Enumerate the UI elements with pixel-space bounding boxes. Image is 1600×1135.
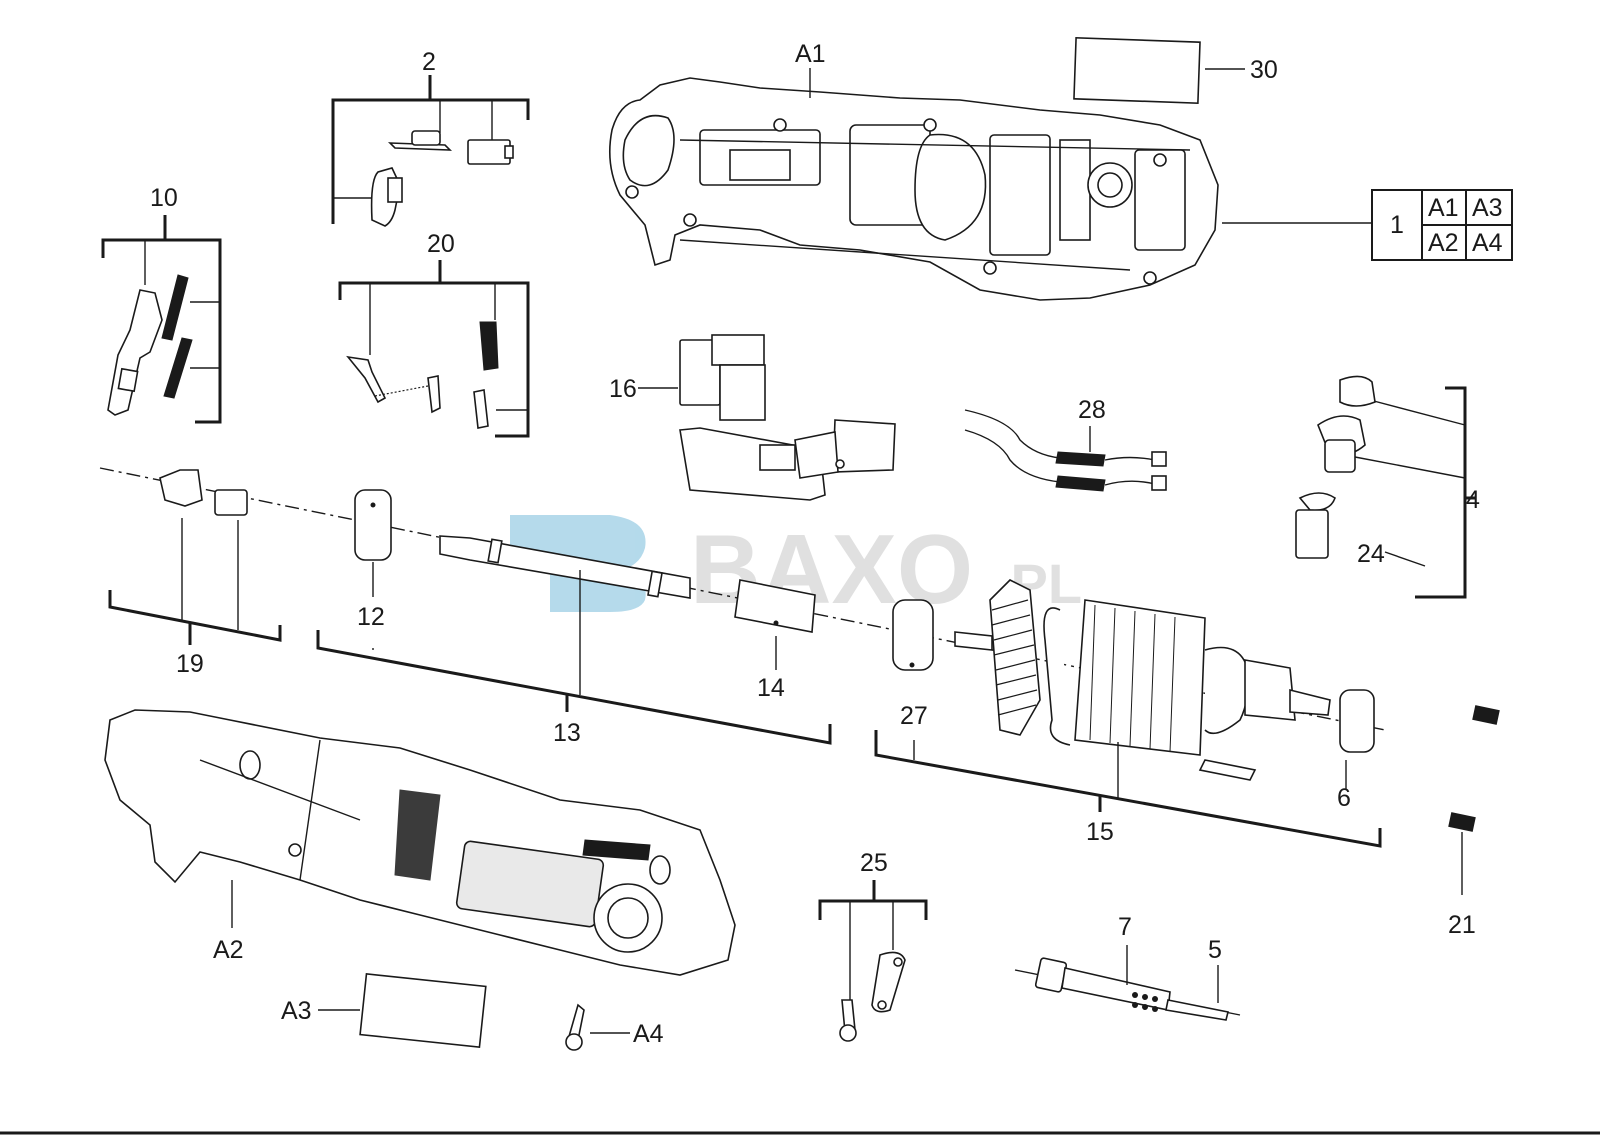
label-15: 15 [1086,818,1114,846]
label-14: 14 [757,674,785,702]
set-screws-21 [1448,705,1500,895]
table-cell-a2: A2 [1428,229,1459,257]
label-a3: A3 [281,997,312,1025]
group-13-bracket [316,570,832,745]
label-10: 10 [150,184,178,212]
label-a1: A1 [795,40,826,68]
group-4-bracket [1354,386,1475,599]
label-19: 19 [176,650,204,678]
label-30: 30 [1250,56,1278,84]
brush-holder-parts [1295,375,1376,559]
table-cell-a3: A3 [1472,194,1503,222]
housing-kit-table: 1 A1 A3 A2 A4 [1222,189,1513,261]
label-a2: A2 [213,936,244,964]
label-4: 4 [1466,486,1480,514]
label-6: 6 [1337,784,1351,812]
label-plate-a3 [359,973,487,1048]
label-20: 20 [427,230,455,258]
lock-lever-part [107,274,193,416]
rotor-stator-15 [954,579,1331,781]
carbon-brushes-28 [964,409,1167,492]
group-25-bracket [818,880,928,1000]
label-25: 25 [860,849,888,877]
bearing-6 [1339,689,1375,753]
housing-half-a2 [104,709,736,976]
switch-slider-part [370,130,514,227]
label-21: 21 [1448,911,1476,939]
screw-a4 [565,1003,585,1051]
spindle-lock-parts-19 [108,469,282,645]
housing-half-a1 [608,77,1219,301]
label-13: 13 [553,719,581,747]
label-28: 28 [1078,396,1106,424]
label-27: 27 [900,702,928,730]
label-5: 5 [1208,936,1222,964]
label-24: 24 [1357,540,1385,568]
shaft-13 [439,535,691,599]
label-12: 12 [357,603,385,631]
label-plate-30 [1073,37,1201,104]
group-15-bracket [874,730,1382,848]
bearing-27 [892,599,934,671]
table-cell-a4: A4 [1472,229,1503,257]
label-2: 2 [422,48,436,76]
table-cell-a1: A1 [1428,194,1459,222]
label-a4: A4 [633,1020,664,1048]
clamp-and-screw-25 [839,951,906,1042]
group-10-bracket [101,215,222,424]
group-2-bracket [331,75,530,224]
label-16: 16 [609,375,637,403]
bearing-12 [354,489,392,561]
sleeve-14 [734,579,816,633]
group-20-bracket [338,260,530,438]
label-7: 7 [1118,913,1132,941]
table-group-1: 1 [1390,211,1404,239]
shaft-end-7-5 [1014,945,1241,1021]
spring-pin-part [346,321,499,429]
switch-part-16 [679,334,896,501]
